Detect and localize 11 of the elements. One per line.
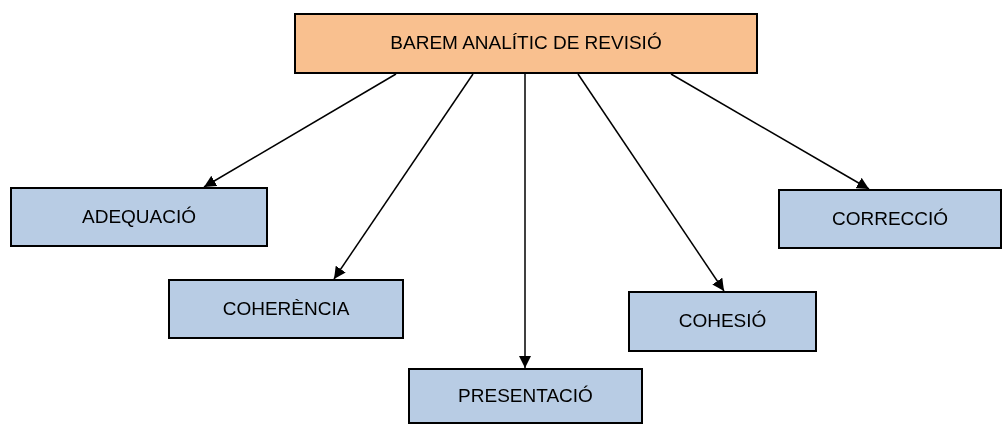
- arrow: [670, 73, 870, 190]
- arrow: [203, 73, 397, 188]
- category-box: ADEQUACIÓ: [10, 187, 268, 247]
- category-box: CORRECCIÓ: [778, 189, 1002, 249]
- arrow: [519, 73, 531, 369]
- arrow: [333, 73, 474, 280]
- arrow: [577, 73, 725, 292]
- category-box: COHESIÓ: [628, 291, 817, 352]
- category-box: COHERÈNCIA: [168, 279, 404, 339]
- title-box: BAREM ANALÍTIC DE REVISIÓ: [294, 13, 758, 74]
- category-box: PRESENTACIÓ: [408, 368, 643, 424]
